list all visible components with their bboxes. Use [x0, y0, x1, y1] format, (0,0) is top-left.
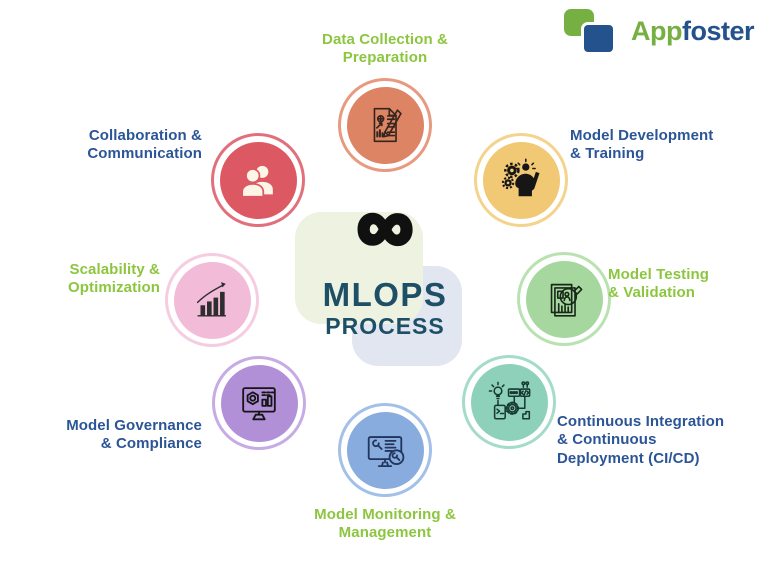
- appfoster-logo-icon: [564, 9, 622, 55]
- monitor-wrench-icon: [367, 436, 405, 468]
- logo-blue-square: [581, 22, 616, 55]
- label-model-testing: Model Testing & Validation: [608, 266, 710, 302]
- people-icon: [241, 165, 273, 198]
- devops-pipeline-icon: [488, 381, 531, 420]
- wordmark-app: App: [631, 15, 682, 46]
- circle-scalability: [165, 253, 259, 347]
- circle-model-governance: [212, 356, 306, 450]
- label-model-governance: Model Governance & Compliance: [66, 417, 202, 453]
- document-magnifier-icon: [550, 283, 583, 317]
- label-model-development: Model Development & Training: [570, 127, 714, 163]
- label-collaboration: Collaboration & Communication: [87, 127, 202, 163]
- head-gears-icon: [501, 158, 540, 197]
- circle-data-collection: [338, 78, 432, 172]
- diagram-subtitle: PROCESS: [325, 313, 445, 339]
- appfoster-wordmark: Appfoster: [631, 15, 755, 47]
- circle-collaboration: [211, 133, 305, 227]
- label-model-monitoring: Model Monitoring & Management: [314, 506, 456, 542]
- circle-model-testing: [517, 252, 611, 346]
- monitor-governance-icon: [242, 387, 276, 421]
- label-scalability: Scalability & Optimization: [67, 261, 160, 297]
- backdrop-cream-card: [295, 212, 423, 324]
- label-data-collection: Data Collection & Preparation: [322, 31, 448, 67]
- diagram-title: MLOPS: [322, 276, 448, 313]
- circle-model-monitoring: [338, 403, 432, 497]
- circle-cicd: [462, 355, 556, 449]
- infinity-icon: ∞: [355, 181, 416, 269]
- growth-chart-icon: [196, 282, 227, 317]
- wordmark-foster: foster: [681, 15, 755, 46]
- appfoster-logo: Appfoster: [564, 9, 755, 55]
- document-pencil-icon: [373, 107, 402, 143]
- circle-model-development: [474, 133, 568, 227]
- label-cicd: Continuous Integration & Continuous Depl…: [557, 413, 725, 467]
